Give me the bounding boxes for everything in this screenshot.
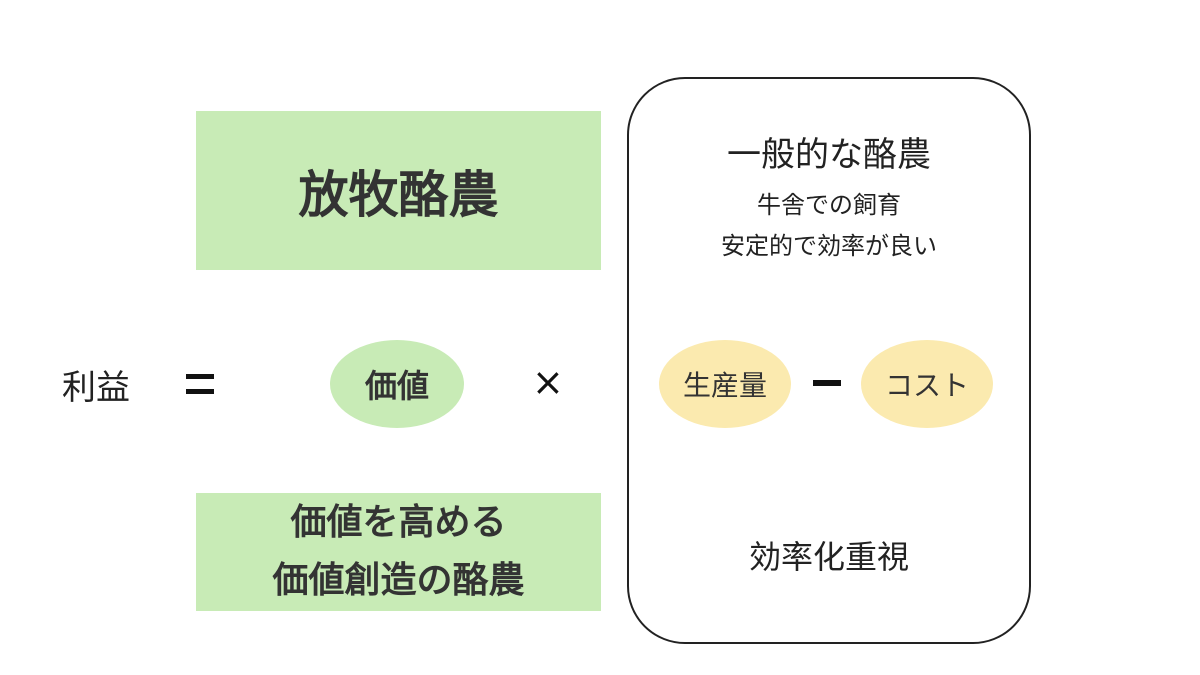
production-volume-ellipse: 生産量 bbox=[659, 340, 791, 428]
general-dairy-subtitle-2: 安定的で効率が良い bbox=[721, 232, 937, 260]
equals-sign-top-bar bbox=[186, 374, 214, 379]
production-volume-label: 生産量 bbox=[682, 369, 767, 402]
multiply-sign: × bbox=[532, 360, 564, 404]
value-creation-line-1: 価値を高める bbox=[290, 502, 507, 543]
value-label: 価値 bbox=[364, 367, 429, 405]
grazing-dairy-box: 放牧酪農 bbox=[196, 111, 601, 270]
general-dairy-box bbox=[627, 77, 1031, 644]
minus-sign bbox=[813, 380, 841, 386]
profit-label: 利益 bbox=[62, 368, 130, 408]
grazing-dairy-label: 放牧酪農 bbox=[298, 165, 499, 224]
cost-ellipse: コスト bbox=[861, 340, 993, 428]
cost-label: コスト bbox=[884, 369, 969, 402]
value-ellipse: 価値 bbox=[330, 340, 464, 428]
efficiency-focus-label: 効率化重視 bbox=[748, 538, 909, 576]
general-dairy-subtitle-1: 牛舎での飼育 bbox=[757, 191, 901, 219]
general-dairy-title: 一般的な酪農 bbox=[727, 135, 931, 175]
value-creation-box: 価値を高める 価値創造の酪農 bbox=[196, 493, 601, 611]
value-creation-line-2: 価値創造の酪農 bbox=[272, 560, 525, 601]
equals-sign-bottom-bar bbox=[186, 389, 214, 394]
